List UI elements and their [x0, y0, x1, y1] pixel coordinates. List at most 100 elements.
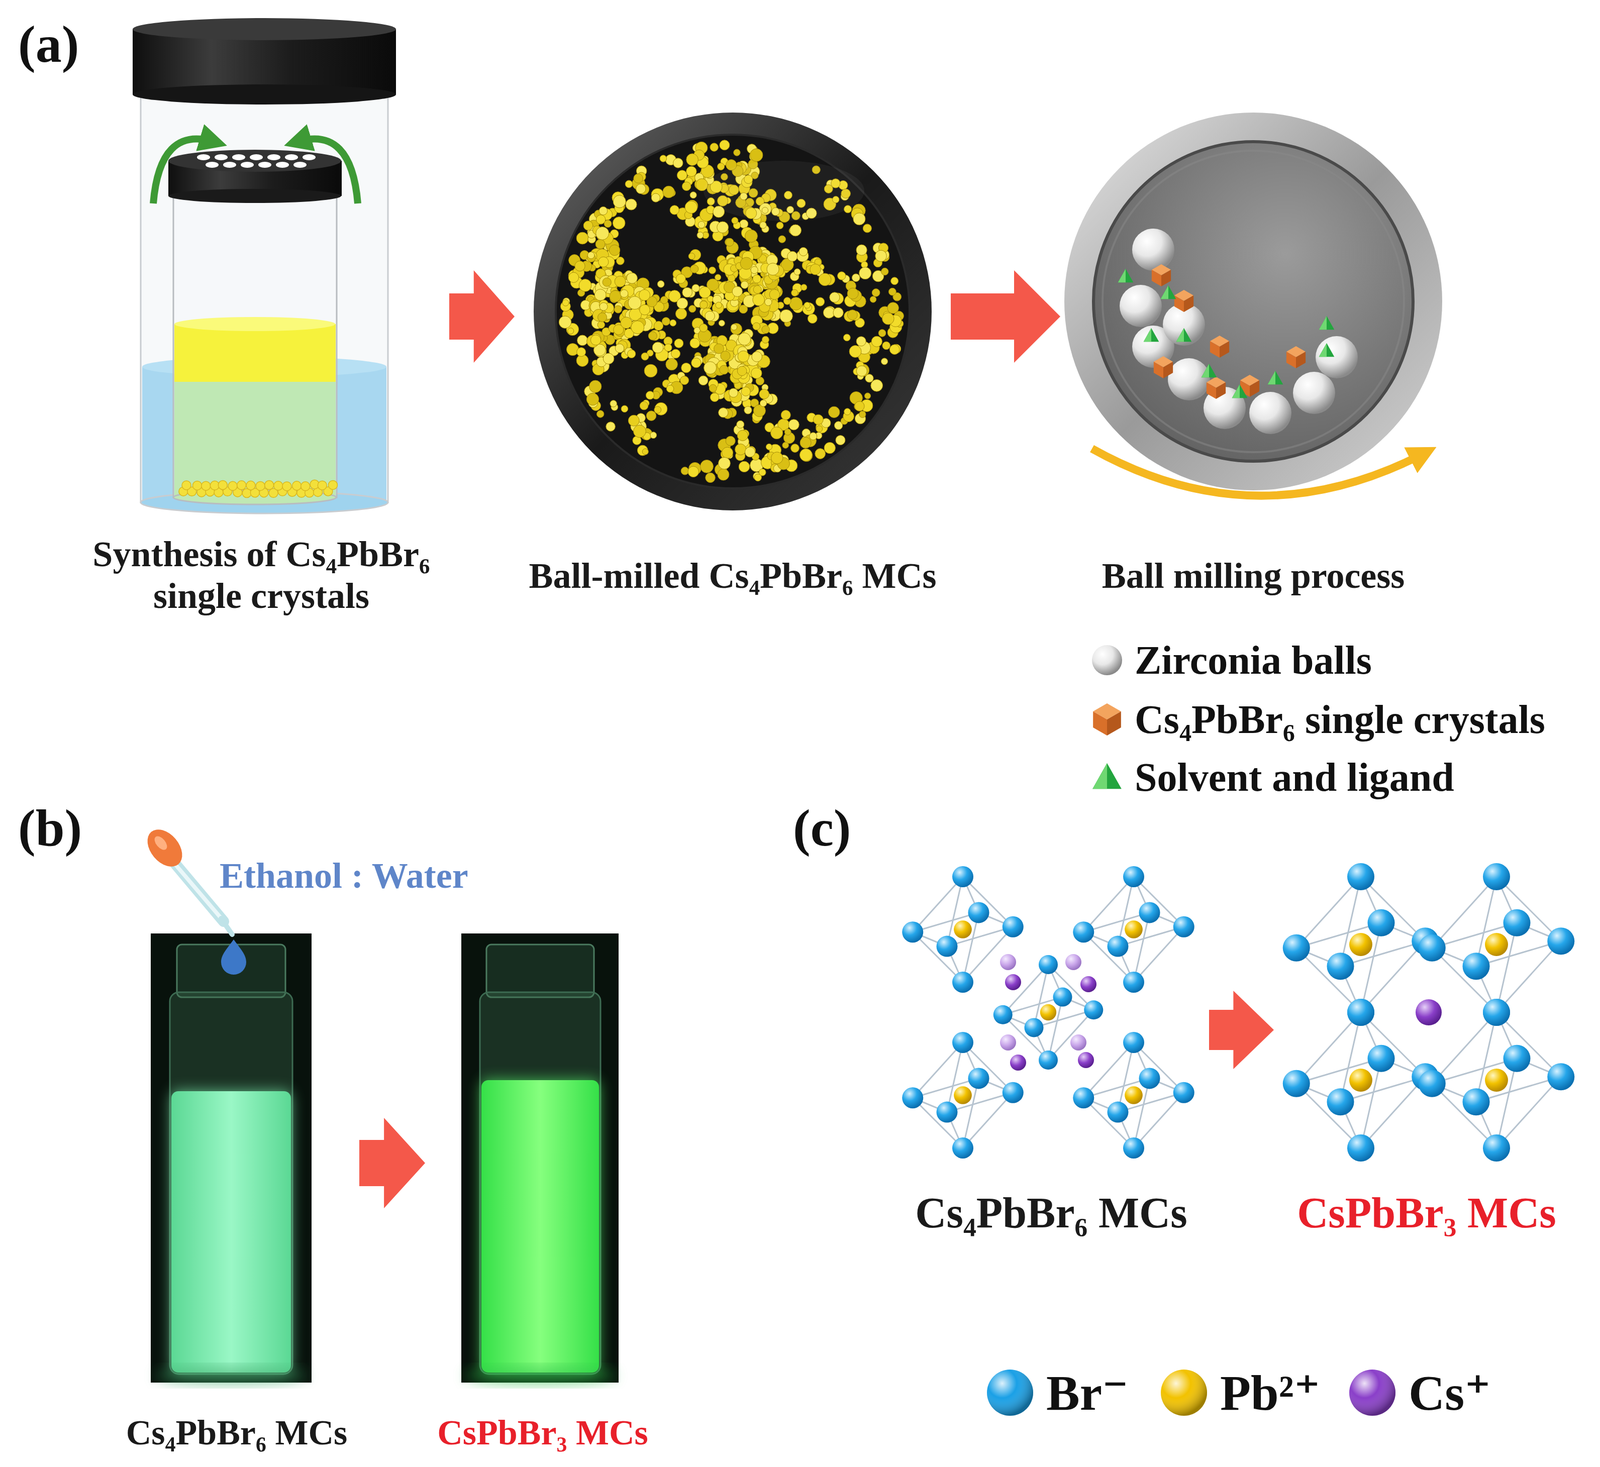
legend-swatch	[986, 1369, 1034, 1417]
microcrystal-granules	[709, 384, 717, 392]
ligand-triangle	[1267, 370, 1276, 385]
microcrystal-granules	[676, 297, 688, 310]
br-atom	[993, 1005, 1013, 1025]
process-arrow	[359, 1118, 426, 1209]
pbbr6-octahedron	[1083, 1097, 1134, 1149]
synthesis-jar	[173, 195, 337, 498]
microcrystal-granules	[660, 296, 668, 305]
legend-text: Cs⁺	[1408, 1364, 1491, 1423]
pbbr6-octahedron	[1496, 1012, 1561, 1077]
microcrystal-granules	[770, 427, 783, 440]
lid-holes	[293, 161, 307, 168]
microcrystal-granules	[732, 286, 743, 297]
microcrystal-granules	[789, 224, 802, 237]
ball-mill-jar	[1064, 112, 1443, 496]
microcrystal-granules	[869, 296, 876, 303]
pbbr6-octahedron	[1360, 876, 1426, 942]
cs-atom	[1000, 954, 1017, 971]
microcrystal-granules	[765, 443, 772, 450]
microcrystal-granules	[754, 473, 762, 481]
microcrystal-granules	[761, 325, 770, 334]
microcrystal-granules	[719, 365, 729, 375]
microcrystal-granules	[583, 221, 593, 231]
br-atom	[1173, 1082, 1195, 1104]
panel-label: (b)	[18, 797, 82, 859]
br-atom	[1547, 1063, 1575, 1091]
microcrystal-granules	[813, 414, 824, 425]
microcrystal-granules	[804, 302, 811, 309]
lid-holes	[232, 154, 246, 161]
yellow-crystals	[282, 481, 292, 491]
br-atom	[1123, 971, 1145, 993]
microcrystal-granules	[810, 264, 821, 275]
microcrystal-granules	[864, 392, 871, 399]
figure-panel: Cs₄PbBr₆ MCs	[116, 933, 358, 1457]
microcrystal-granules	[628, 296, 642, 310]
crystal-cube	[1174, 289, 1194, 313]
process-arrow	[950, 270, 1061, 363]
legend-swatch	[1160, 1369, 1208, 1417]
microcrystal-granules	[625, 180, 633, 188]
microcrystal-granules	[633, 173, 644, 184]
crystal-cube	[1151, 269, 1162, 287]
microcrystal-granules	[881, 267, 889, 275]
microcrystal-granules	[700, 459, 714, 473]
crystal-cube	[1295, 351, 1306, 369]
legend-swatch	[1092, 703, 1122, 736]
pbbr6-octahedron	[1282, 863, 1440, 1027]
figure-panel: CsPbBr₃ MCs	[1275, 877, 1578, 1242]
microcrystal-granules	[641, 352, 649, 361]
crystal-cube	[1092, 703, 1122, 736]
microcrystal-granules	[738, 461, 750, 473]
vial-photo	[155, 1367, 307, 1384]
legend-swatch	[1160, 1369, 1208, 1417]
rotation-arrow	[1091, 448, 1424, 496]
br-atom	[1038, 1050, 1058, 1070]
ligand-triangle	[1232, 384, 1248, 398]
panel-label: (a)	[18, 14, 79, 75]
panel-label: (a)	[18, 14, 79, 75]
br-atom	[1123, 1032, 1145, 1054]
microcrystal-granules	[718, 408, 729, 418]
microcrystal-granules	[603, 353, 615, 365]
pb-atom	[1124, 1086, 1143, 1105]
zirconia-ball	[1167, 358, 1211, 401]
legend-swatch	[1092, 763, 1108, 789]
microcrystal-granules	[659, 155, 667, 162]
microcrystal-granules	[790, 444, 800, 453]
microcrystal-granules	[682, 287, 693, 298]
microcrystal-granules	[645, 391, 654, 400]
zirconia-ball	[1315, 336, 1358, 379]
microcrystal-granules	[577, 335, 588, 346]
microcrystal-granules	[759, 389, 770, 400]
crystal-cube	[1206, 382, 1217, 399]
crystal-cube	[1153, 356, 1173, 379]
microcrystal-granules	[689, 191, 697, 199]
pb-atom	[1349, 1068, 1373, 1092]
vapor-arrow	[153, 139, 214, 204]
microcrystal-granules	[789, 297, 803, 311]
ligand-triangle	[1319, 343, 1327, 357]
cs-atom	[1005, 974, 1022, 991]
microcrystal-granules	[800, 448, 813, 462]
ligand-triangle	[1092, 763, 1122, 789]
microcrystal-granules	[801, 284, 808, 291]
synthesis-jar	[174, 381, 336, 498]
br-atom	[1282, 1070, 1311, 1098]
microcrystal-granules	[737, 350, 749, 362]
microcrystal-granules	[854, 401, 865, 412]
microcrystal-granules	[698, 286, 711, 299]
microcrystal-granules	[859, 267, 872, 280]
figure-panel: Synthesis of Cs₄PbBr₆ single crystals	[75, 20, 448, 621]
br-atom	[1083, 1000, 1104, 1020]
lid-holes	[275, 161, 289, 168]
pbbr6-octahedron	[1360, 1012, 1426, 1077]
microcrystal-granules	[688, 305, 696, 313]
panel-label: (c)	[792, 797, 851, 859]
microcrystal-granules	[823, 307, 835, 319]
figure-panel: CsPbBr₃ MCs	[427, 933, 659, 1457]
legend-swatch	[984, 1367, 1036, 1419]
crystal-cube	[1210, 341, 1220, 358]
pbbr6-octahedron	[1048, 1010, 1094, 1061]
